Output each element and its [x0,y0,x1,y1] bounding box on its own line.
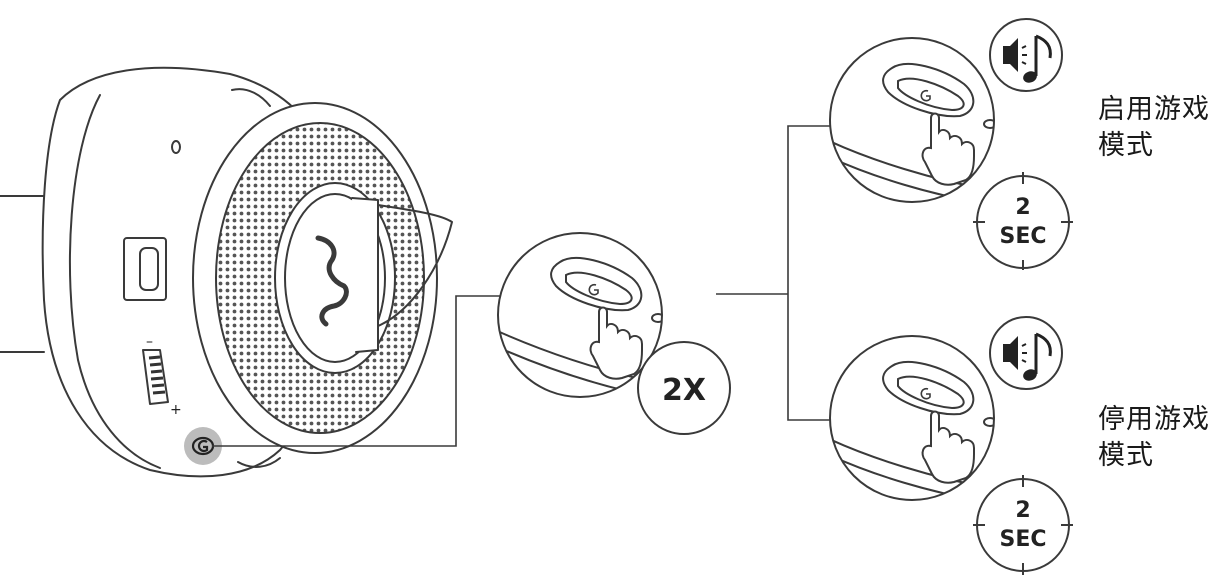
press-detail: 2X [497,232,731,435]
hold-timer-value: 2 [1015,195,1030,220]
disable-label-line2: 模式 [1098,440,1154,471]
headset-earcup [0,66,453,478]
hold-timer-unit: SEC [999,224,1046,249]
volume-minus-mark: – [146,334,153,350]
disable-game-mode-label: 停用游戏 模式 [1098,402,1210,474]
finger-hold-icon [921,112,975,186]
volume-plus-mark: + [170,402,182,418]
finger-press-icon [589,306,643,380]
hold-timer-badge: 2 SEC [973,172,1073,270]
headband-arm [377,204,453,327]
usb-c-port [139,247,159,291]
cushion-clip-top [231,88,271,107]
volume-wheel-housing [142,349,169,405]
enable-detail: 2 SEC [829,18,1073,270]
enable-label-line2: 模式 [1098,130,1154,161]
hold-timer-badge-2: 2 SEC [973,475,1073,575]
earcup-flap [351,197,379,353]
detail-button-recess [550,257,643,312]
enable-game-mode-label: 启用游戏 模式 [1098,92,1210,164]
hold-timer-unit-2: SEC [999,527,1046,552]
earcup-shell-edge [68,94,161,469]
connector-lines [212,125,836,447]
connector-branch [787,125,836,421]
speaker-icon-2 [1003,336,1027,370]
detail-game-icon [588,283,599,296]
connector-headset-to-press [212,295,502,447]
speaker-icon [1003,38,1027,72]
music-note-icon-2 [1023,332,1052,381]
razer-logo [315,235,349,327]
detail-hole [651,313,662,323]
enable-label-line1: 启用游戏 [1098,94,1210,125]
mic-hole [171,140,181,154]
finger-hold-icon-2 [921,410,975,484]
logo-plate-ring [284,193,386,363]
press-count-badge [637,341,731,435]
disable-detail: 2 SEC [829,316,1073,575]
disable-label-line1: 停用游戏 [1098,404,1210,435]
music-note-icon [1023,34,1052,83]
press-count-text: 2X [662,373,706,408]
hold-timer-value-2: 2 [1015,498,1030,523]
detail-button [565,271,633,306]
cushion-clip-bottom [237,457,281,468]
usb-c-port-housing [123,237,167,301]
volume-wheel-ridges [148,355,166,395]
